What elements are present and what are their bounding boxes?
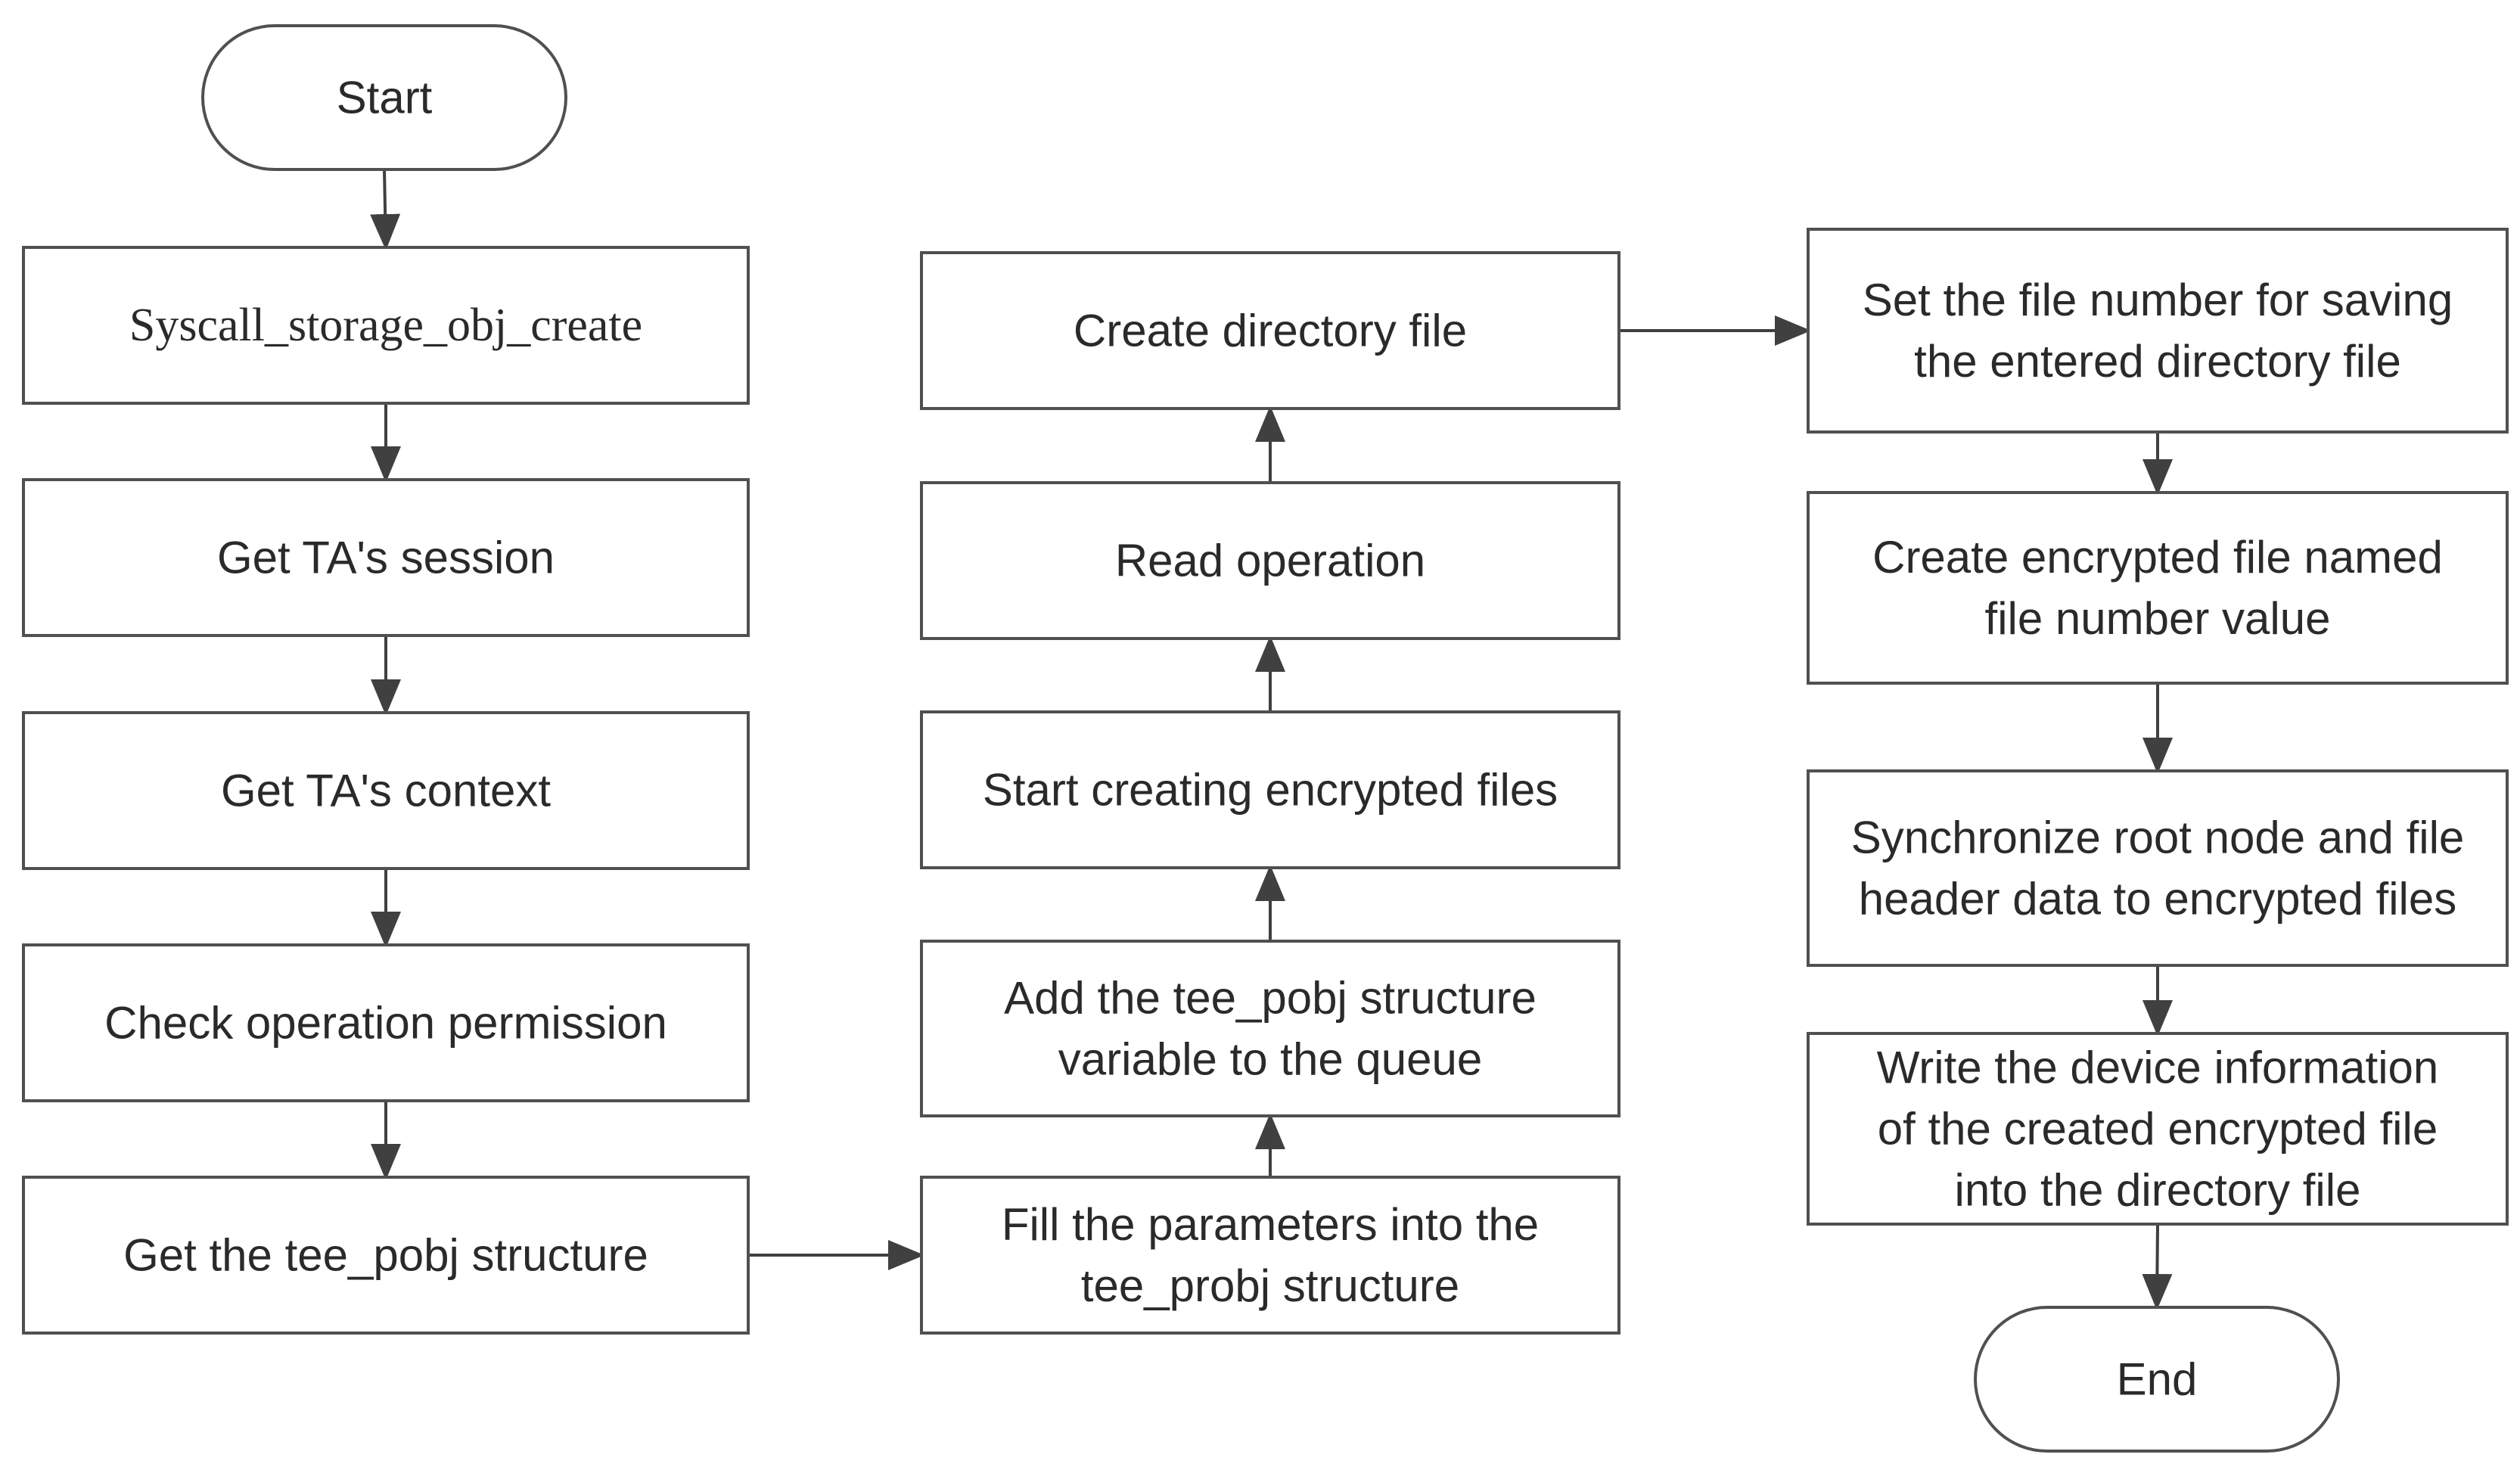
process-box-setnum xyxy=(1807,228,2509,434)
node-context: Get TA's context xyxy=(22,711,750,870)
node-label-read: Read operation xyxy=(1115,536,1425,586)
node-end: End xyxy=(1974,1306,2340,1453)
node-label-session: Get TA's session xyxy=(217,533,555,583)
edges-layer xyxy=(370,169,2173,1310)
process-box-sync xyxy=(1807,769,2509,967)
node-label-write-line-3: into the directory file xyxy=(1955,1165,2361,1216)
node-createenc: Create encrypted file named file number v… xyxy=(1807,491,2509,685)
node-start: Start xyxy=(201,24,567,171)
node-startenc: Start creating encrypted files xyxy=(920,710,1620,869)
process-box-permission xyxy=(22,943,750,1102)
node-dir: Create directory file xyxy=(920,251,1620,410)
node-label-context: Get TA's context xyxy=(221,766,551,816)
node-label-start: Start xyxy=(337,73,433,123)
process-box-context xyxy=(22,711,750,870)
arrow-start-to-syscall xyxy=(370,169,401,250)
node-label-createenc-line-1: Create encrypted file named xyxy=(1872,532,2443,583)
process-box-pobj xyxy=(22,1176,750,1335)
node-label-pobj: Get the tee_pobj structure xyxy=(123,1230,648,1281)
node-label-setnum-line-1: Set the file number for saving xyxy=(1863,275,2453,325)
node-label-createenc-line-2: file number value xyxy=(1985,593,2331,644)
node-label-queue-line-2: variable to the queue xyxy=(1058,1034,1482,1085)
node-label-sync-line-2: header data to encrypted files xyxy=(1859,874,2457,925)
node-label-setnum-line-2: the entered directory file xyxy=(1914,336,2401,387)
node-read: Read operation xyxy=(920,481,1620,640)
process-box-startenc xyxy=(920,710,1620,869)
process-box-session xyxy=(22,478,750,637)
node-label-write-line-1: Write the device information xyxy=(1877,1043,2439,1093)
node-syscall: Syscall_storage_obj_create xyxy=(22,246,750,405)
node-setnum: Set the file number for saving the entere… xyxy=(1807,228,2509,434)
node-sync: Synchronize root node and file header dat… xyxy=(1807,769,2509,967)
node-label-syscall: Syscall_storage_obj_create xyxy=(129,300,642,351)
process-box-createenc xyxy=(1807,491,2509,685)
node-label-write-line-2: of the created encrypted file xyxy=(1878,1104,2438,1154)
process-box-fill xyxy=(920,1176,1620,1335)
terminal-shape-end xyxy=(1974,1306,2340,1453)
node-label-fill-line-1: Fill the parameters into the xyxy=(1002,1199,1539,1250)
node-label-end: End xyxy=(2117,1354,2198,1405)
node-label-startenc: Start creating encrypted files xyxy=(983,765,1558,816)
node-label-sync-line-1: Synchronize root node and file xyxy=(1851,813,2465,863)
node-permission: Check operation permission xyxy=(22,943,750,1102)
process-box-read xyxy=(920,481,1620,640)
process-box-dir xyxy=(920,251,1620,410)
terminal-shape-start xyxy=(201,24,567,171)
node-fill: Fill the parameters into the tee_probj st… xyxy=(920,1176,1620,1335)
arrow-write-to-end xyxy=(2142,1223,2173,1310)
process-box-write xyxy=(1807,1032,2509,1226)
process-box-syscall xyxy=(22,246,750,405)
node-label-queue-line-1: Add the tee_pobj structure xyxy=(1004,973,1537,1024)
node-label-fill-line-2: tee_probj structure xyxy=(1081,1260,1459,1311)
node-pobj: Get the tee_pobj structure xyxy=(22,1176,750,1335)
process-box-queue xyxy=(920,940,1620,1117)
node-write: Write the device information of the creat… xyxy=(1807,1032,2509,1226)
node-label-permission: Check operation permission xyxy=(104,998,667,1049)
node-queue: Add the tee_pobj structure variable to th… xyxy=(920,940,1620,1117)
node-session: Get TA's session xyxy=(22,478,750,637)
node-label-dir: Create directory file xyxy=(1074,306,1467,356)
